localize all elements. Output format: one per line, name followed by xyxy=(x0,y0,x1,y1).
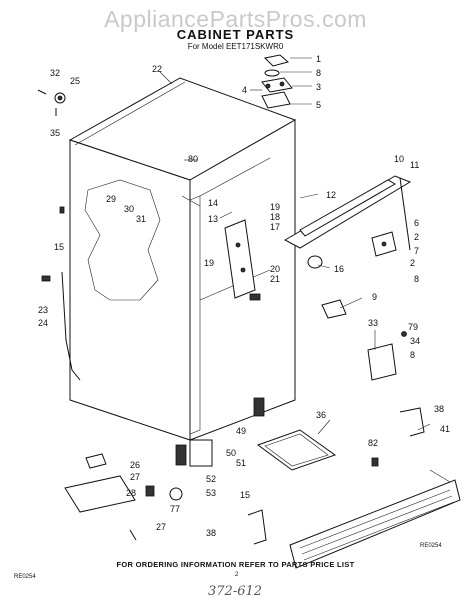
callout-38: 38 xyxy=(434,404,444,414)
callout-2b: 2 xyxy=(410,258,415,268)
callout-16: 16 xyxy=(334,264,344,274)
callout-50: 50 xyxy=(226,448,236,458)
callout-49: 49 xyxy=(236,426,246,436)
callout-22: 22 xyxy=(152,64,162,74)
callout-41: 41 xyxy=(440,424,450,434)
callout-1: 1 xyxy=(316,54,321,64)
drip-tray xyxy=(256,429,337,471)
callout-11: 11 xyxy=(410,160,419,170)
callout-29: 29 xyxy=(106,194,116,204)
page-number: 2 xyxy=(235,572,239,578)
kick-plate-brackets xyxy=(247,407,425,545)
callout-8b: 8 xyxy=(414,274,419,284)
footer-note: FOR ORDERING INFORMATION REFER TO PARTS … xyxy=(116,560,355,569)
callout-13: 13 xyxy=(208,214,218,224)
callout-27b: 27 xyxy=(156,522,166,532)
right-hinge-brackets xyxy=(307,231,407,381)
callout-23: 23 xyxy=(38,305,48,315)
callout-12: 12 xyxy=(326,190,336,200)
callout-8c: 8 xyxy=(410,350,415,360)
callout-26: 26 xyxy=(130,460,140,470)
callout-7: 7 xyxy=(414,246,419,256)
callout-82: 82 xyxy=(368,438,378,448)
callout-51: 51 xyxy=(236,458,246,468)
callout-32: 32 xyxy=(50,68,60,78)
callout-30: 30 xyxy=(124,204,134,214)
callout-10: 10 xyxy=(394,154,404,164)
callout-19b: 19 xyxy=(204,258,214,268)
callout-3: 3 xyxy=(316,82,321,92)
callout-4: 4 xyxy=(242,85,247,95)
callout-15b: 15 xyxy=(240,490,250,500)
callout-35: 35 xyxy=(50,128,60,138)
leader-lines xyxy=(159,57,451,483)
handwritten-note: 372-612 xyxy=(208,584,263,599)
left-tubing xyxy=(41,206,81,381)
rail-assembly xyxy=(283,175,412,251)
lower-front-parts xyxy=(64,439,213,541)
callout-6: 6 xyxy=(414,218,419,228)
callout-17: 17 xyxy=(270,222,280,232)
callout-labels: 1 8 3 4 5 22 32 25 35 80 10 11 12 14 13 … xyxy=(38,54,450,538)
diagram-subtitle: For Model EET171SKWR0 xyxy=(187,42,284,51)
callout-9: 9 xyxy=(372,292,377,302)
callout-34: 34 xyxy=(410,336,420,346)
kick-plate-grille xyxy=(289,479,461,569)
callout-80: 80 xyxy=(188,154,198,164)
callout-77: 77 xyxy=(170,504,180,514)
cabinet-body xyxy=(68,77,297,466)
callout-25: 25 xyxy=(70,76,80,86)
code-left: RE0254 xyxy=(14,574,36,580)
callout-27: 27 xyxy=(130,472,140,482)
callout-28: 28 xyxy=(126,488,136,498)
callout-31: 31 xyxy=(136,214,146,224)
left-top-fasteners xyxy=(37,89,66,116)
callout-20: 20 xyxy=(270,264,280,274)
callout-53: 53 xyxy=(206,488,216,498)
diagram-title: CABINET PARTS xyxy=(176,27,295,42)
callout-14: 14 xyxy=(208,198,218,208)
callout-18: 18 xyxy=(270,212,280,222)
callout-19: 19 xyxy=(270,202,280,212)
callout-38b: 38 xyxy=(206,528,216,538)
callout-21: 21 xyxy=(270,274,280,284)
callout-5: 5 xyxy=(316,100,321,110)
code-right: RE0254 xyxy=(420,543,442,549)
watermark: AppliancePartsPros.com xyxy=(104,6,367,32)
callout-79: 79 xyxy=(408,322,418,332)
callout-36: 36 xyxy=(316,410,326,420)
callout-15: 15 xyxy=(54,242,64,252)
callout-8: 8 xyxy=(316,68,321,78)
top-hinge-parts xyxy=(261,54,293,109)
callout-52: 52 xyxy=(206,474,216,484)
callout-24: 24 xyxy=(38,318,48,328)
interior-bracket-plate xyxy=(224,219,261,301)
callout-33: 33 xyxy=(368,318,378,328)
callout-2: 2 xyxy=(414,232,419,242)
